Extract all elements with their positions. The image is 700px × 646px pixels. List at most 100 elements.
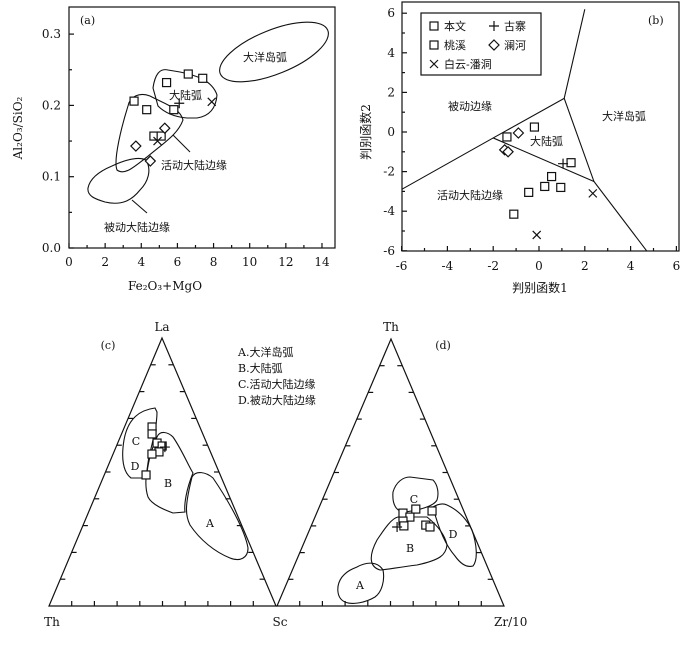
point-b-square	[509, 209, 519, 219]
point-d-square	[425, 522, 435, 532]
panel-label: (a)	[80, 14, 95, 27]
point-c-square	[147, 429, 157, 439]
apex-label-top: La	[154, 320, 169, 334]
x-tick-label: 4	[137, 255, 145, 269]
leader-line	[131, 199, 148, 214]
field-label: D	[131, 460, 140, 473]
panel-label: (b)	[648, 14, 664, 27]
y-tick-label: 0.1	[42, 170, 61, 184]
point-b-diamond	[512, 127, 525, 139]
x-tick-label: 10	[242, 255, 257, 269]
legend-marker-square	[429, 40, 439, 50]
field-label: C	[410, 493, 418, 506]
point-a-square	[161, 77, 172, 88]
point-c-plus	[159, 442, 170, 453]
legend-label: 古寨	[504, 19, 526, 33]
y-tick-label: -2	[383, 165, 395, 179]
y-tick-label: 2	[387, 85, 395, 99]
field-D	[432, 503, 477, 567]
point-d-square	[399, 521, 409, 531]
field-label: 活动大陆边缘	[437, 188, 503, 202]
y-tick-label: -4	[383, 204, 395, 218]
apex-label-top: Th	[383, 320, 399, 334]
y-axis-label: Al₂O₃/SiO₂	[11, 96, 25, 160]
point-a-diamond	[130, 140, 142, 152]
point-a-square	[198, 73, 208, 83]
panel-label: (d)	[435, 339, 451, 352]
point-a-square	[142, 105, 152, 115]
field-label: D	[449, 528, 458, 541]
point-a-square	[156, 131, 166, 141]
point-d-square	[411, 504, 421, 514]
point-a-square	[183, 69, 193, 79]
point-b-square	[529, 122, 540, 132]
point-a-plus	[174, 98, 185, 109]
point-a-diamond	[144, 155, 157, 167]
legend-marker-plus	[489, 21, 499, 31]
key-item: C.活动大陆边缘	[238, 377, 316, 391]
x-axis-label: 判别函数1	[512, 280, 568, 295]
x-tick-label: 0	[65, 255, 73, 269]
y-tick-label: 6	[387, 6, 395, 20]
x-tick-label: 2	[581, 259, 589, 273]
point-a-diamond	[158, 122, 171, 135]
field-label: 大洋岛弧	[602, 109, 646, 123]
field-active-margin	[115, 93, 184, 173]
key-item: D.被动大陆边缘	[238, 393, 316, 407]
field-label: A	[355, 579, 365, 592]
legend-label: 本文	[444, 19, 466, 33]
point-b-diamond	[502, 145, 514, 158]
point-c-square	[147, 449, 157, 459]
point-d-square	[427, 506, 437, 516]
legend-label: 桃溪	[444, 38, 466, 52]
y-tick-label: 0.3	[42, 27, 61, 41]
field-B	[370, 516, 448, 571]
field-passive-margin	[87, 157, 150, 204]
x-tick-label: -4	[442, 259, 454, 273]
point-c-square	[141, 470, 151, 480]
field-label: B	[164, 477, 172, 490]
y-axis-label: 判别函数2	[358, 104, 373, 160]
x-tick-label: 14	[314, 255, 330, 269]
leader-line	[172, 134, 191, 153]
x-tick-label: 8	[210, 255, 218, 269]
field-key: A.大洋岛弧 B.大陆弧 C.活动大陆边缘 D.被动大陆边缘	[237, 345, 316, 407]
y-tick-label: 0.0	[42, 241, 61, 255]
point-a-x	[207, 97, 217, 107]
apex-label-right: Sc	[273, 615, 288, 629]
x-tick-label: 6	[174, 255, 182, 269]
legend-box	[420, 12, 542, 76]
field-label: 大陆弧	[169, 88, 202, 102]
panel-a: (a) 大洋岛弧 大陆弧 活动大陆边缘 被动大陆边缘 Fe₂O₃+MgO Al₂…	[11, 6, 336, 293]
field-A	[185, 472, 249, 561]
field-label: C	[132, 435, 140, 448]
legend-marker-diamond	[488, 39, 500, 51]
x-tick-label: 4	[627, 259, 635, 273]
point-b-square	[566, 158, 576, 168]
point-a-x	[153, 136, 162, 146]
field-label: 被动边缘	[448, 100, 492, 113]
point-b-square	[556, 182, 566, 193]
y-tick-label: 0	[387, 125, 395, 139]
point-b-square	[524, 187, 534, 197]
x-tick-label: -2	[487, 259, 499, 273]
field-boundary	[401, 9, 586, 190]
legend-marker-x	[429, 59, 439, 69]
point-b-square	[540, 181, 550, 192]
point-b-x	[588, 188, 598, 198]
panel-label: (c)	[101, 339, 116, 352]
point-b-x	[532, 230, 542, 240]
point-b-plus	[558, 158, 569, 169]
x-tick-label: 12	[278, 255, 293, 269]
point-d-plus	[392, 521, 403, 532]
x-tick-label: -6	[396, 259, 408, 273]
key-item: B.大陆弧	[238, 361, 283, 375]
panel-d: Th Zr/10 (d) C B D A	[276, 320, 527, 629]
point-b-square	[546, 171, 557, 182]
field-boundary	[492, 137, 595, 183]
point-b-square	[502, 132, 512, 142]
legend-label: 白云-潘洞	[444, 57, 492, 71]
field-label: 大陆弧	[530, 134, 563, 148]
